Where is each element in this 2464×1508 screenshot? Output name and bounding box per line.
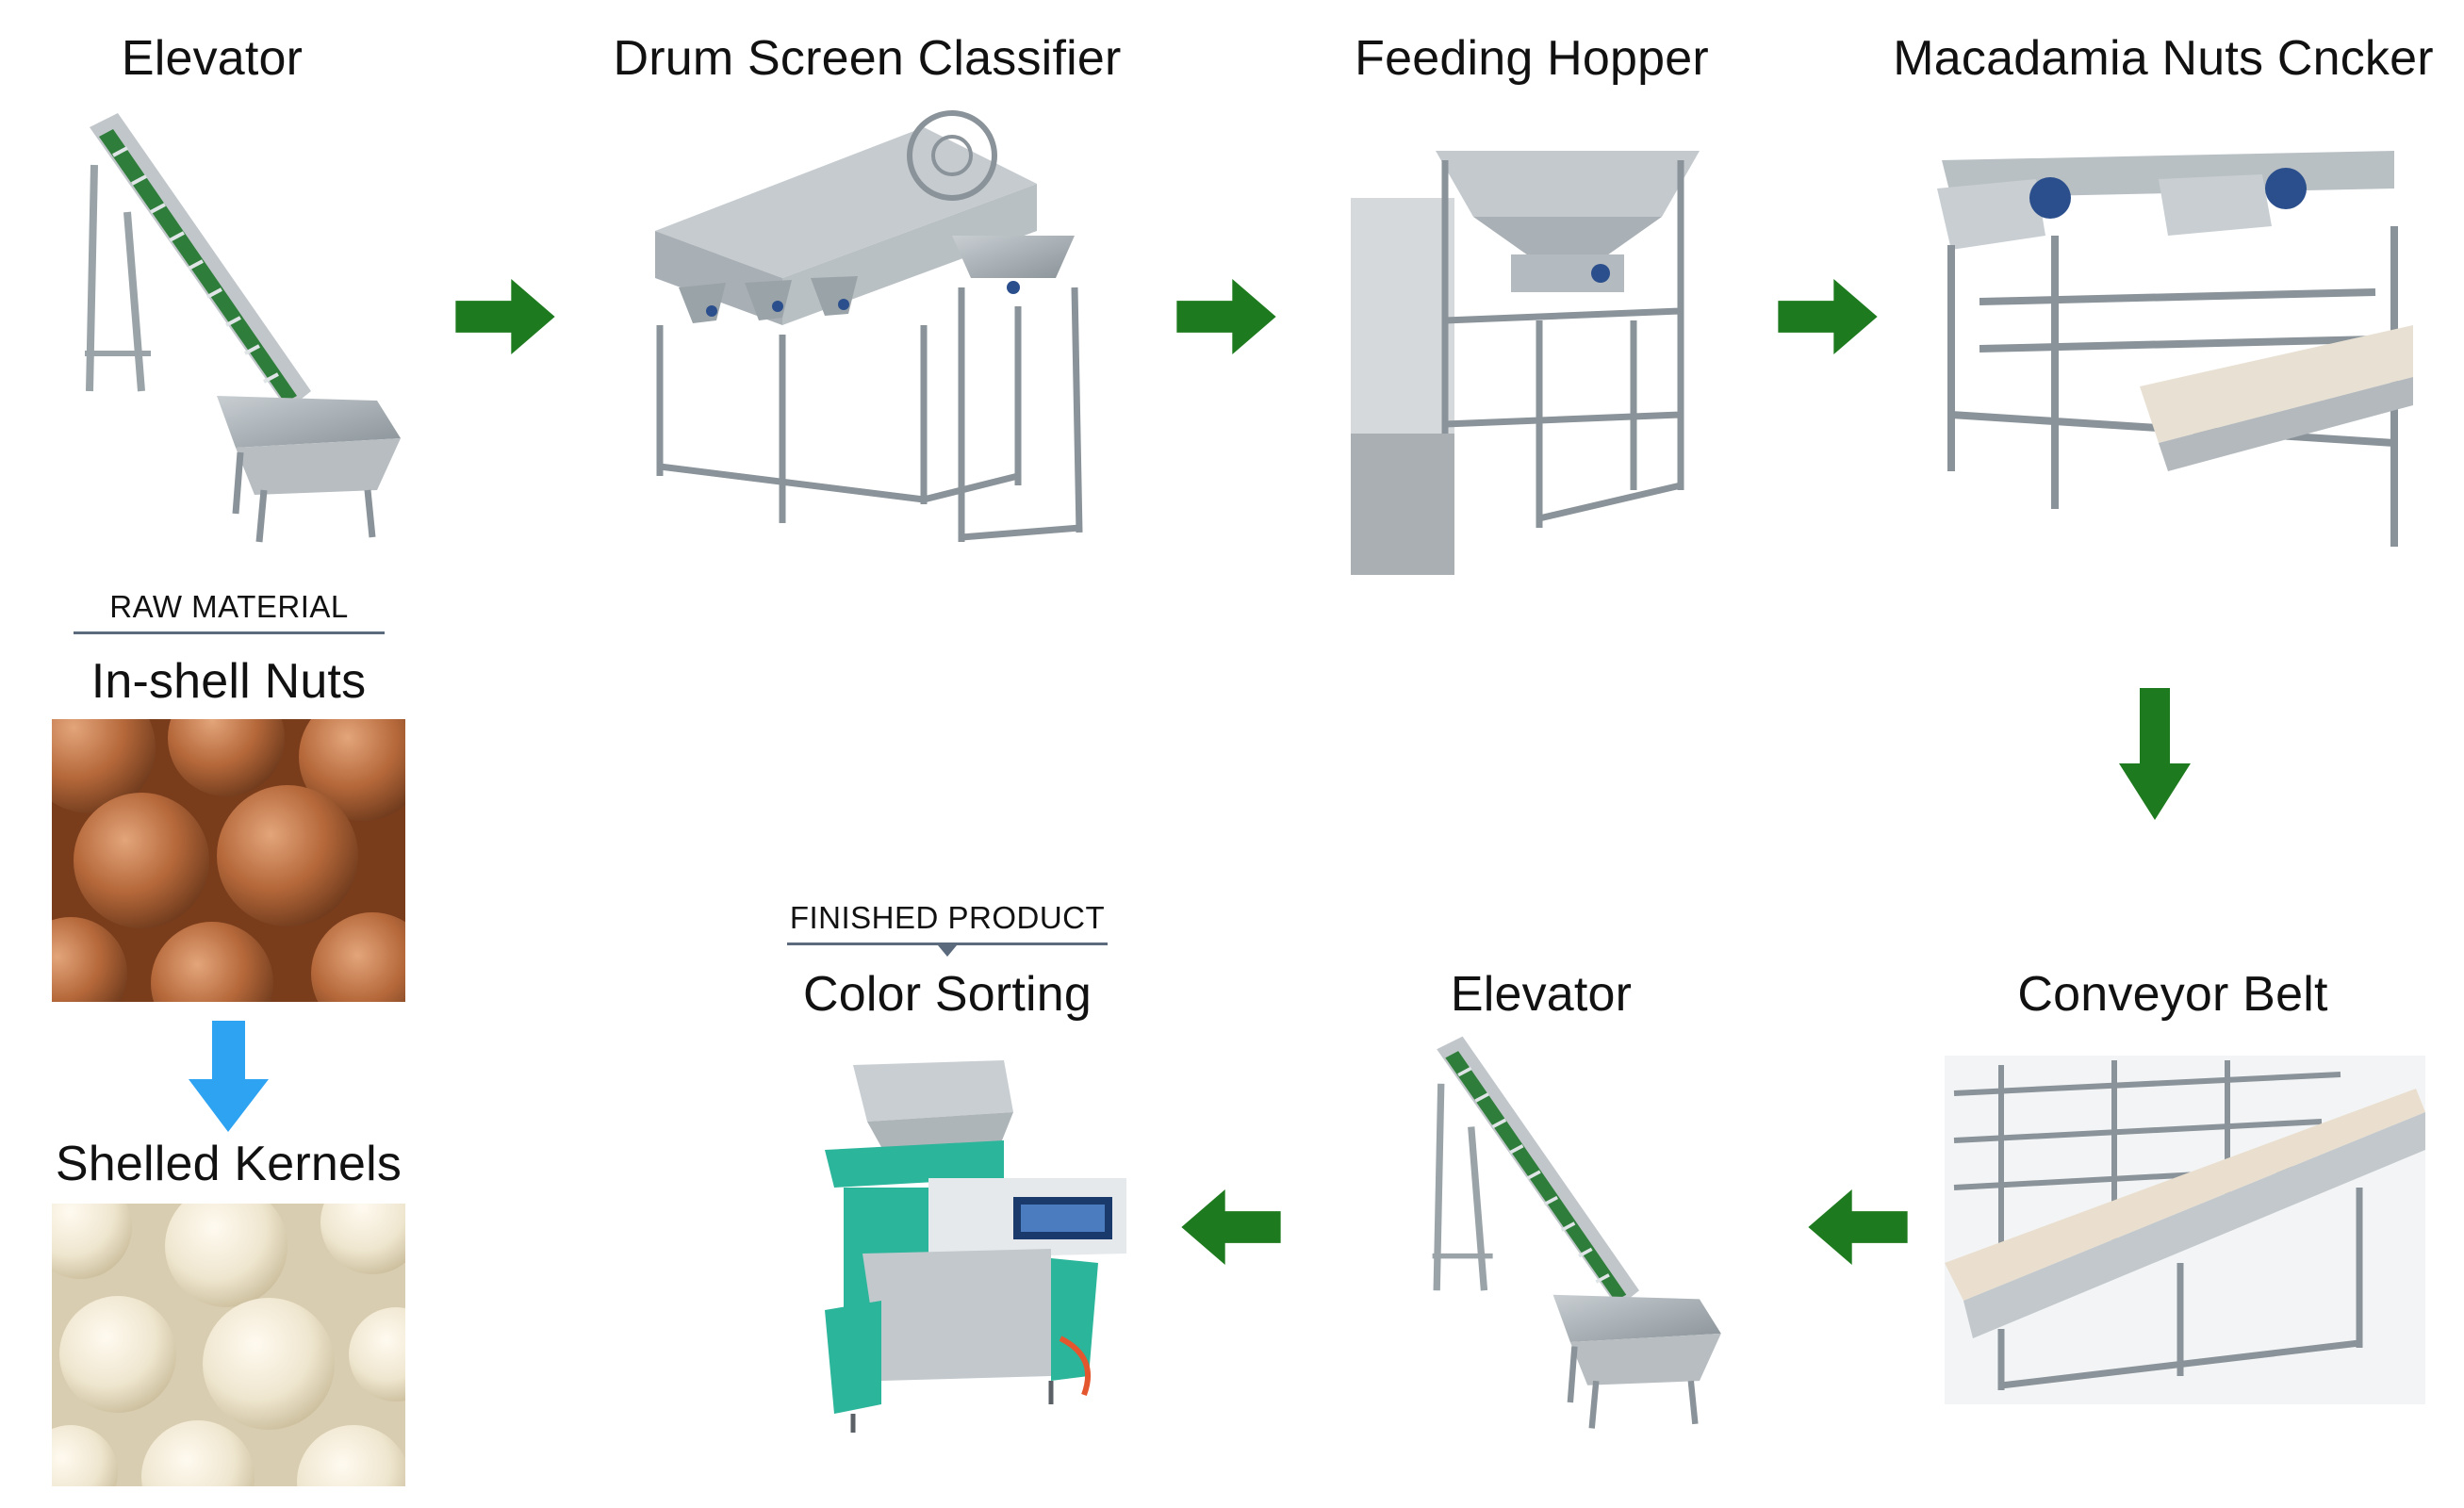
step-label-drum-screen: Drum Screen Classifier (613, 31, 1122, 86)
arrow-down-icon (2116, 688, 2193, 820)
feeding-hopper-machine (1351, 132, 1709, 575)
step-label-elevator-1: Elevator (121, 31, 304, 86)
shelled-kernels-photo (52, 1204, 405, 1486)
conveyor-belt-machine (1945, 1056, 2425, 1404)
finished-product-pointer (938, 945, 957, 957)
arrow-left-icon (1796, 1189, 1920, 1265)
raw-material-divider (74, 631, 385, 634)
arrow-right-icon (1164, 279, 1289, 354)
blue-arrow-down-icon (189, 1021, 269, 1132)
step-label-feeding-hopper: Feeding Hopper (1355, 31, 1709, 86)
arrow-left-icon (1169, 1189, 1293, 1265)
in-shell-nuts-photo (52, 719, 405, 1002)
elevator-machine-2 (1423, 1032, 1734, 1433)
step-label-cracker: Macadamia Nuts Cncker (1893, 31, 2434, 86)
step-label-conveyor-belt: Conveyor Belt (2017, 967, 2328, 1022)
shelled-kernels-title: Shelled Kernels (55, 1137, 402, 1191)
finished-product-divider (787, 942, 1108, 945)
nut-cracker-machine (1923, 132, 2413, 556)
step-label-elevator-2: Elevator (1450, 967, 1633, 1022)
drum-screen-classifier-machine (641, 99, 1112, 561)
finished-product-caption: FINISHED PRODUCT (789, 900, 1106, 935)
arrow-right-icon (1766, 279, 1890, 354)
raw-material-caption: RAW MATERIAL (109, 589, 349, 624)
arrow-right-icon (443, 279, 567, 354)
step-label-color-sorting: Color Sorting (802, 967, 1092, 1022)
elevator-machine-1 (75, 108, 415, 547)
color-sorter-machine (815, 1056, 1136, 1442)
in-shell-nuts-title: In-shell Nuts (90, 654, 367, 709)
